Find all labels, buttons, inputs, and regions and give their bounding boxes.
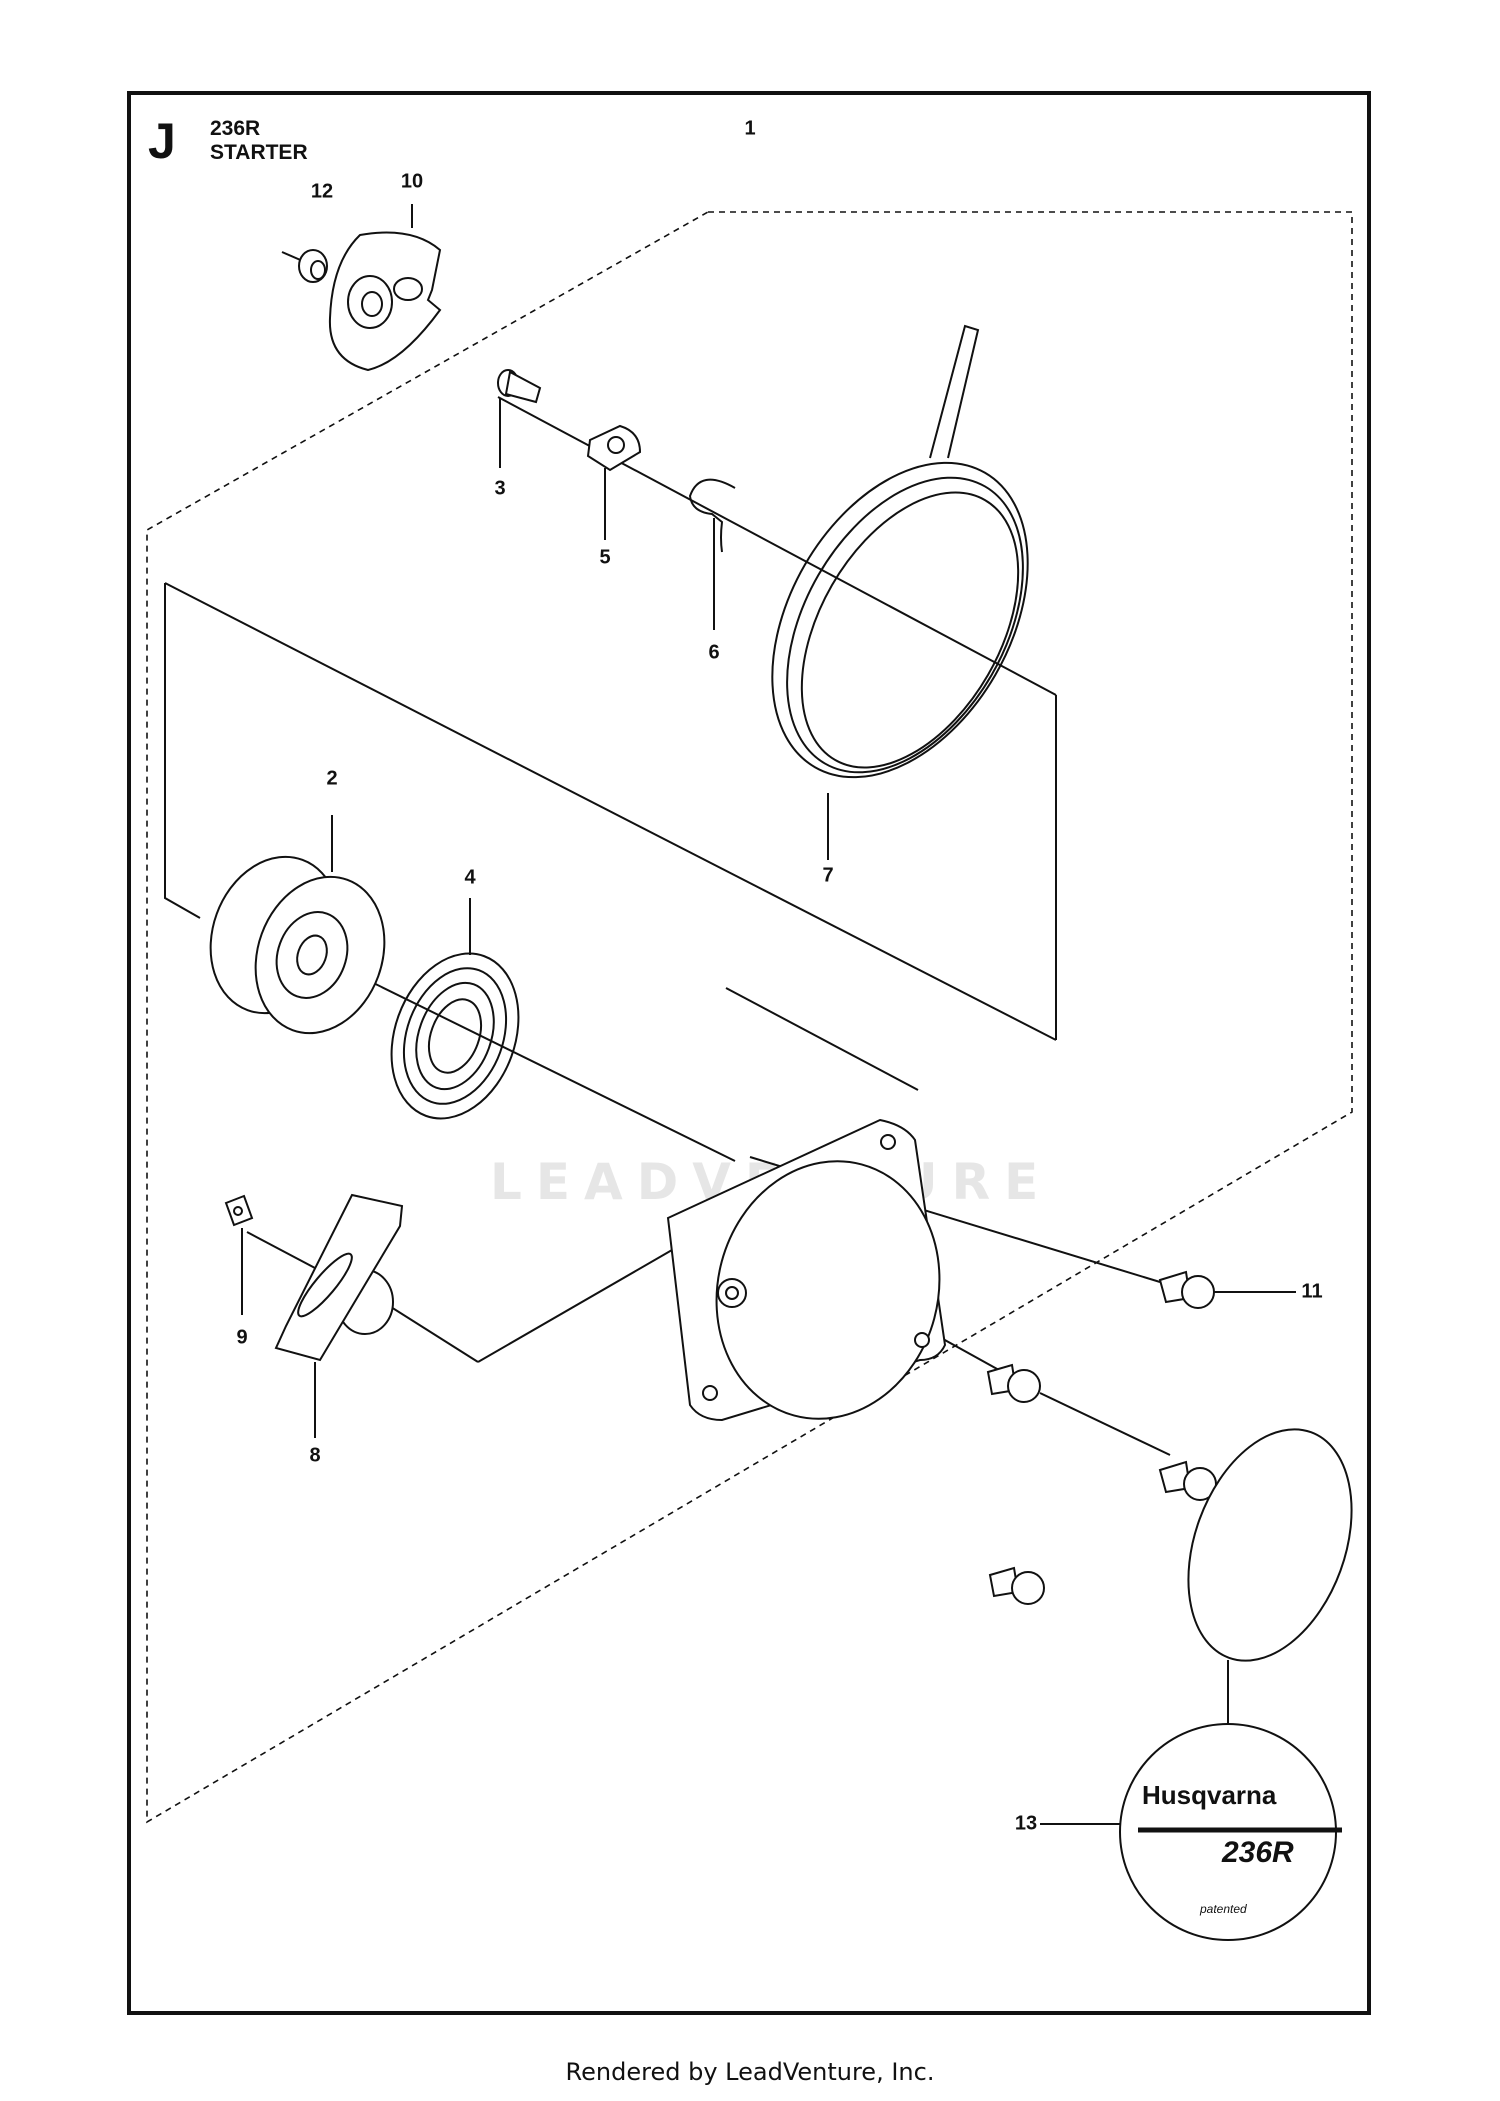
clip-part-6	[688, 478, 736, 630]
decal-part-13	[1040, 1723, 1342, 1941]
screw-housing-b	[1158, 1460, 1217, 1501]
pawl-part-5	[586, 424, 642, 540]
screw-housing-a	[986, 1363, 1041, 1403]
spring-part-4	[390, 898, 520, 1120]
decal-brand: Husqvarna	[1142, 1780, 1277, 1810]
callout-12: 12	[310, 180, 334, 203]
callout-10: 10	[400, 170, 424, 193]
handle-part-8	[274, 1193, 404, 1438]
nut-part-9	[224, 1194, 254, 1315]
callout-9: 9	[236, 1326, 248, 1349]
rope-part-7	[771, 324, 1029, 860]
section-letter: J	[148, 113, 176, 169]
diagram-frame	[127, 91, 1371, 2015]
housing-part-1	[666, 1118, 947, 1422]
callout-2: 2	[326, 767, 338, 790]
callout-1: 1	[744, 117, 756, 140]
callout-13: 13	[1014, 1812, 1038, 1835]
callout-5: 5	[599, 546, 611, 569]
callout-7: 7	[822, 864, 834, 887]
callout-6: 6	[708, 641, 720, 664]
screw-part-3	[497, 369, 542, 468]
callout-8: 8	[309, 1444, 321, 1467]
footer-credit: Rendered by LeadVenture, Inc.	[565, 2058, 935, 2086]
cover-disc	[1187, 1428, 1353, 1730]
bushing-part-12	[281, 249, 328, 283]
callout-11: 11	[1301, 1280, 1323, 1303]
plate-part-10	[328, 204, 442, 372]
model-number: 236R	[210, 117, 261, 140]
callout-4: 4	[464, 866, 476, 889]
decal-note: patented	[1200, 1902, 1247, 1916]
decal-model: 236R	[1222, 1836, 1294, 1869]
section-title: STARTER	[210, 141, 308, 164]
screw-housing-c	[988, 1566, 1045, 1605]
pulley-part-2	[209, 815, 386, 1035]
callout-3: 3	[494, 477, 506, 500]
screw-part-11	[1158, 1270, 1296, 1309]
